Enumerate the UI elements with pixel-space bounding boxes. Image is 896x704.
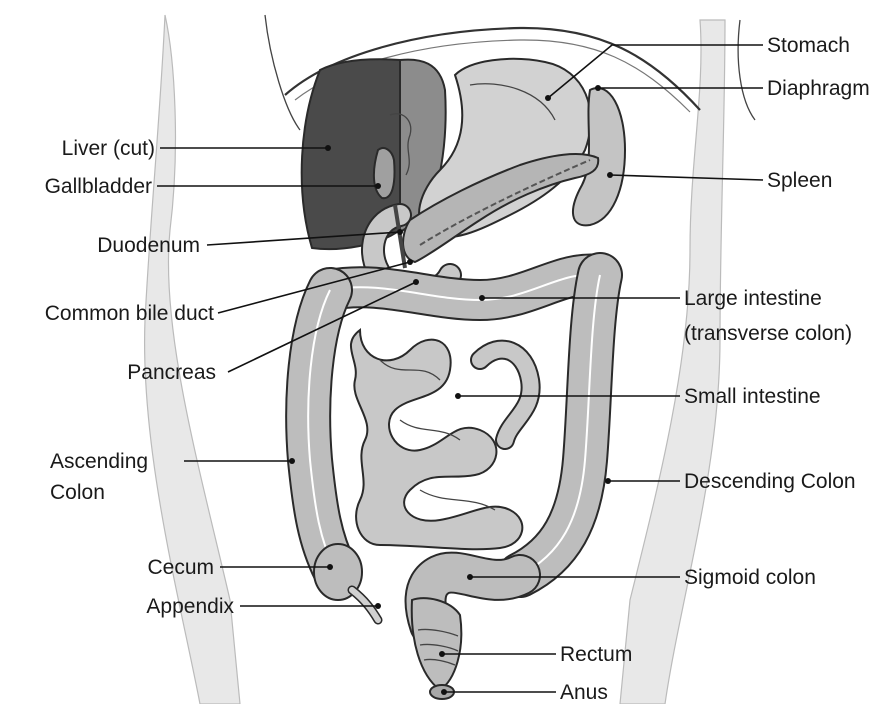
rectum bbox=[412, 598, 462, 690]
label-large-intestine-line2: (transverse colon) bbox=[684, 322, 852, 345]
label-rectum: Rectum bbox=[560, 643, 632, 666]
label-small-intestine: Small intestine bbox=[684, 385, 821, 408]
small-intestine bbox=[351, 330, 531, 549]
label-descending-colon: Descending Colon bbox=[684, 470, 856, 493]
label-pancreas: Pancreas bbox=[127, 361, 216, 384]
label-appendix: Appendix bbox=[146, 595, 234, 618]
label-stomach: Stomach bbox=[767, 34, 850, 57]
label-gallbladder: Gallbladder bbox=[45, 175, 152, 198]
label-anus: Anus bbox=[560, 681, 608, 704]
label-cecum: Cecum bbox=[147, 556, 214, 579]
label-common-bile-duct: Common bile duct bbox=[45, 302, 214, 325]
label-spleen: Spleen bbox=[767, 169, 832, 192]
label-ascending-line1: Ascending bbox=[50, 450, 148, 473]
label-duodenum: Duodenum bbox=[97, 234, 200, 257]
label-ascending-line2: Colon bbox=[50, 481, 105, 504]
label-sigmoid-colon: Sigmoid colon bbox=[684, 566, 816, 589]
label-liver: Liver (cut) bbox=[62, 137, 155, 160]
label-diaphragm: Diaphragm bbox=[767, 77, 870, 100]
label-large-intestine-line1: Large intestine bbox=[684, 287, 822, 310]
